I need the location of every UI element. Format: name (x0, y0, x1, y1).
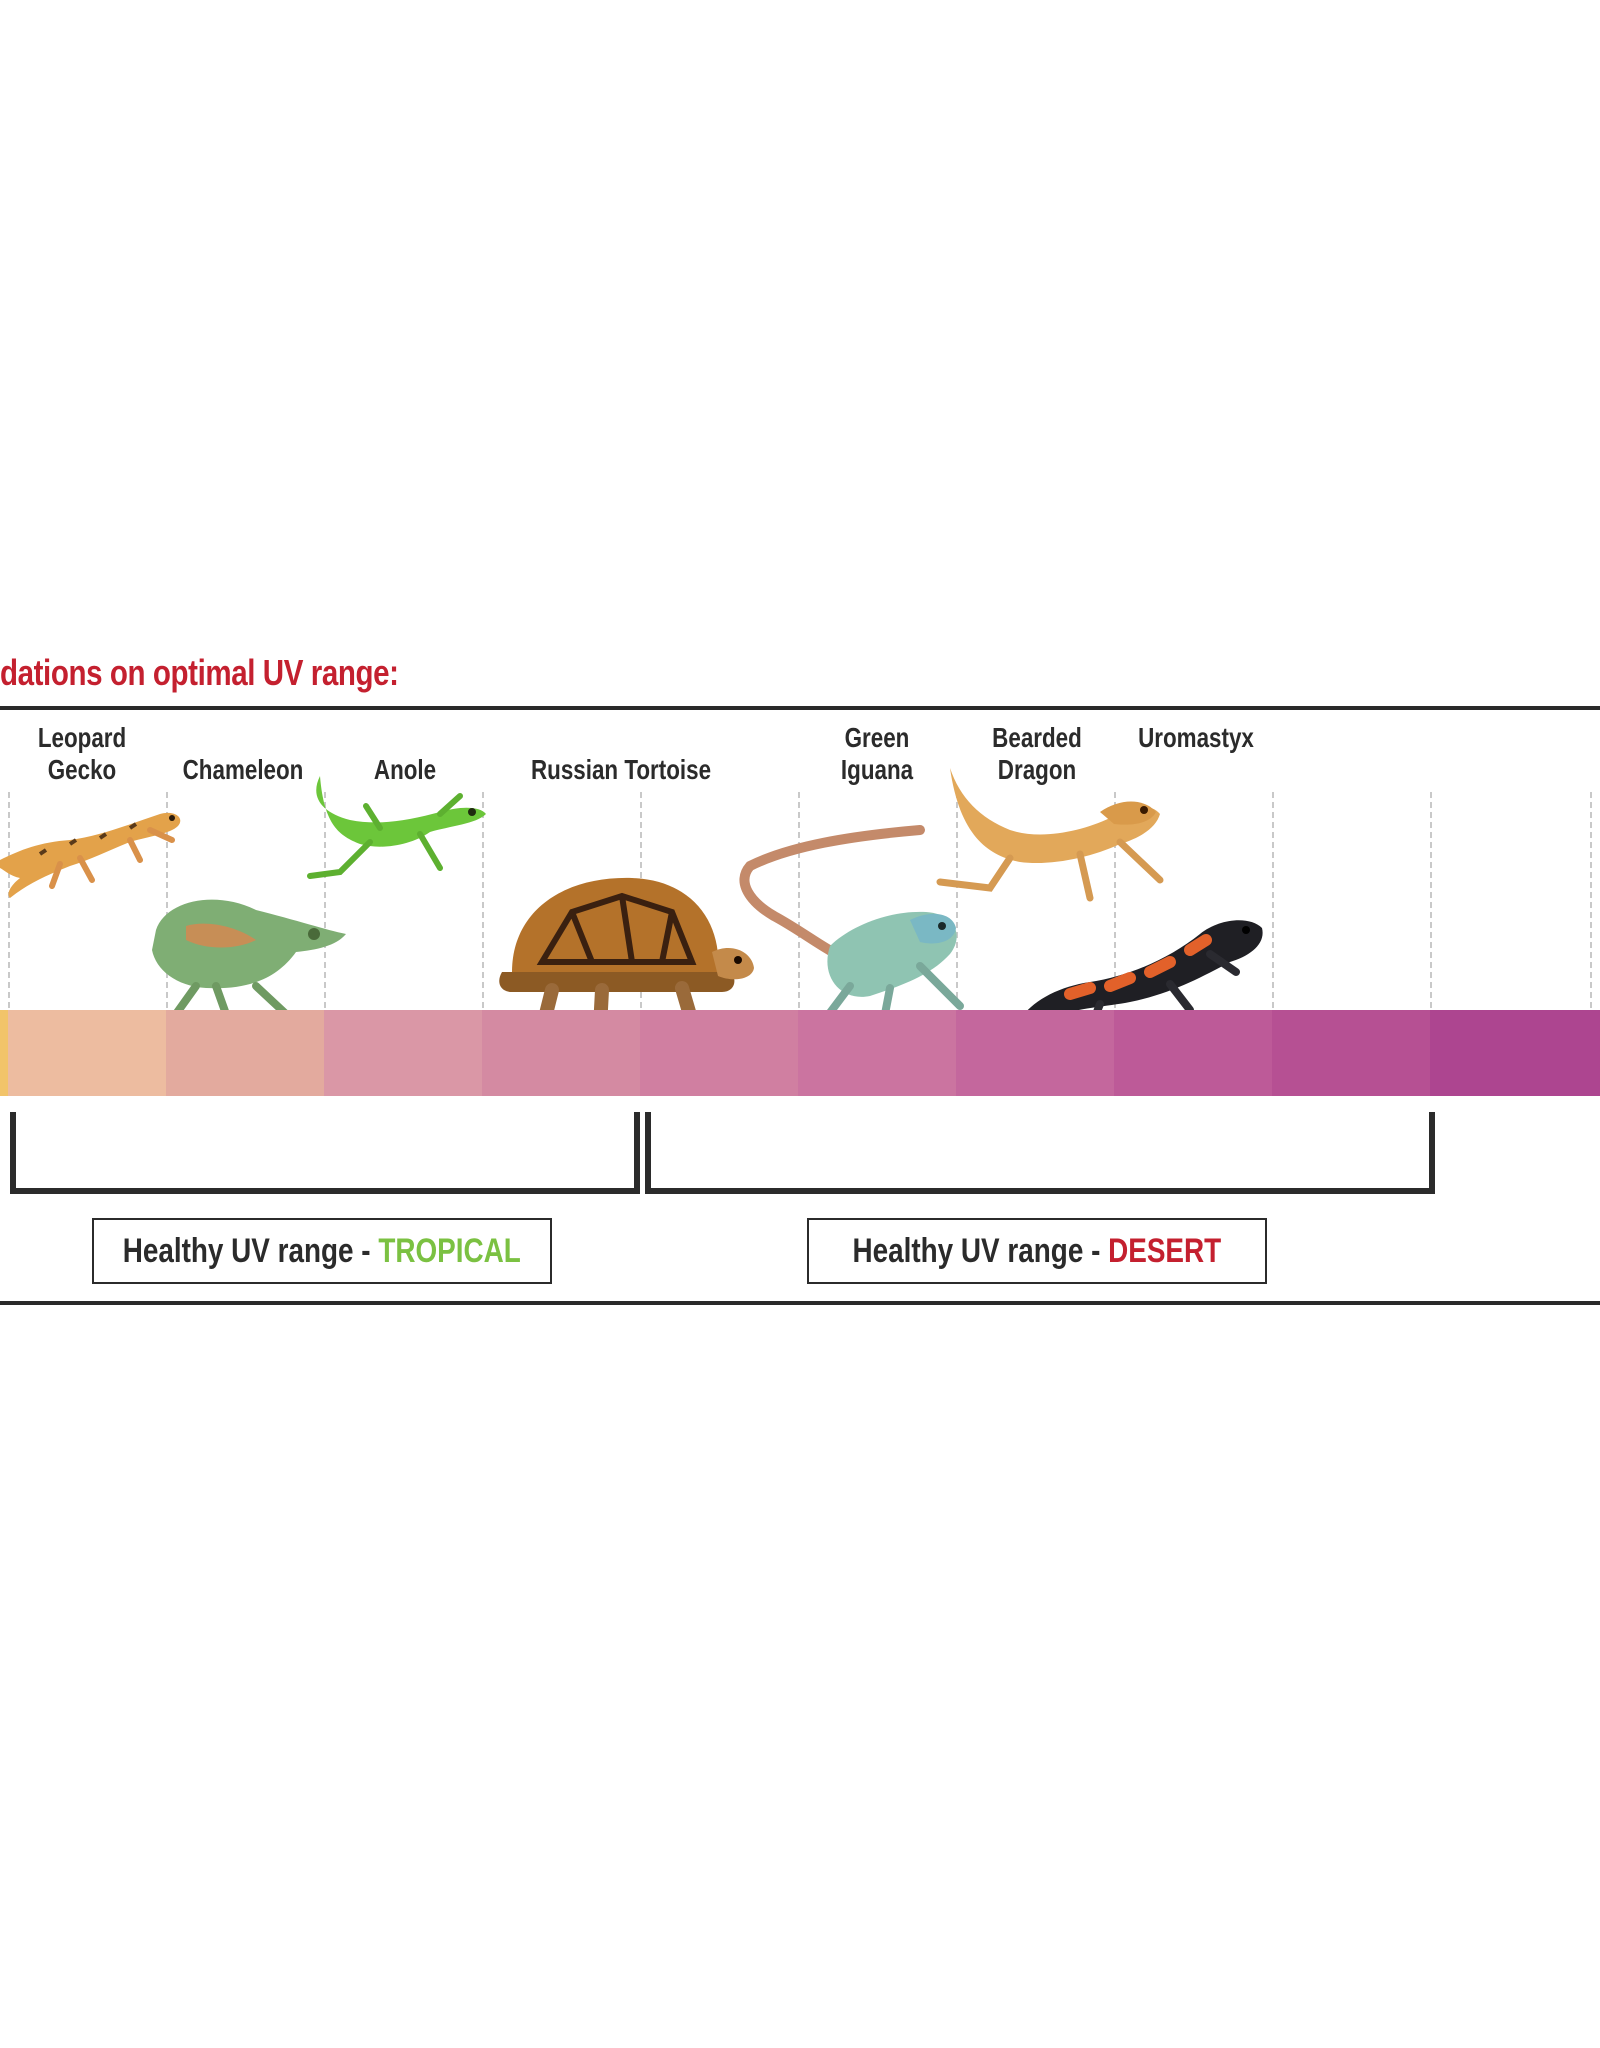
uv-band-segment (166, 1010, 324, 1096)
chameleon-icon (102, 899, 346, 1018)
russian-tortoise-icon (499, 877, 754, 1035)
top-divider (0, 706, 1600, 710)
uv-band-segment (0, 1010, 8, 1096)
zone-divider (1430, 792, 1432, 1008)
label-leopard-gecko: Leopard Gecko (37, 722, 127, 785)
zone-divider (798, 792, 800, 1008)
desert-range-box: Healthy UV range - DESERT (807, 1218, 1267, 1284)
label-bearded-dragon: Bearded Dragon (992, 722, 1082, 785)
bottom-divider (0, 1301, 1600, 1305)
tropical-range-label: Healthy UV range - TROPICAL (122, 1231, 522, 1270)
zone-divider (324, 792, 326, 1008)
bearded-dragon-icon (936, 768, 1164, 902)
uv-band-segment (1272, 1010, 1430, 1096)
zone-divider (956, 792, 958, 1008)
zone-divider (1590, 792, 1592, 1008)
desert-range-label: Healthy UV range - DESERT (852, 1231, 1222, 1270)
zone-divider (166, 792, 168, 1008)
zone-divider (1272, 792, 1274, 1008)
label-chameleon: Chameleon (182, 754, 304, 785)
uv-gradient-band (0, 1010, 1600, 1096)
uv-band-segment (8, 1010, 166, 1096)
desert-highlight: DESERT (1108, 1231, 1222, 1270)
zone-divider (8, 792, 10, 1008)
green-iguana-icon (739, 825, 964, 1044)
tropical-range-bracket (10, 1112, 640, 1194)
uv-band-segment (956, 1010, 1114, 1096)
anole-icon (307, 776, 486, 879)
tropical-highlight: TROPICAL (378, 1231, 522, 1270)
label-uromastyx: Uromastyx (1138, 722, 1254, 753)
zone-divider (1114, 792, 1116, 1008)
label-russian-tortoise: Russian Tortoise (530, 754, 712, 785)
uv-band-segment (324, 1010, 482, 1096)
tropical-range-box: Healthy UV range - TROPICAL (92, 1218, 552, 1284)
uv-band-segment (1114, 1010, 1272, 1096)
zone-divider (482, 792, 484, 1008)
uv-band-segment (482, 1010, 640, 1096)
leopard-gecko-icon (0, 812, 181, 898)
page-heading: dations on optimal UV range: (0, 652, 399, 693)
uv-band-segment (798, 1010, 956, 1096)
uv-band-segment (1430, 1010, 1600, 1096)
label-anole: Anole (373, 754, 437, 785)
uv-band-segment (640, 1010, 798, 1096)
label-green-iguana: Green Iguana (840, 722, 914, 785)
desert-range-bracket (645, 1112, 1435, 1194)
